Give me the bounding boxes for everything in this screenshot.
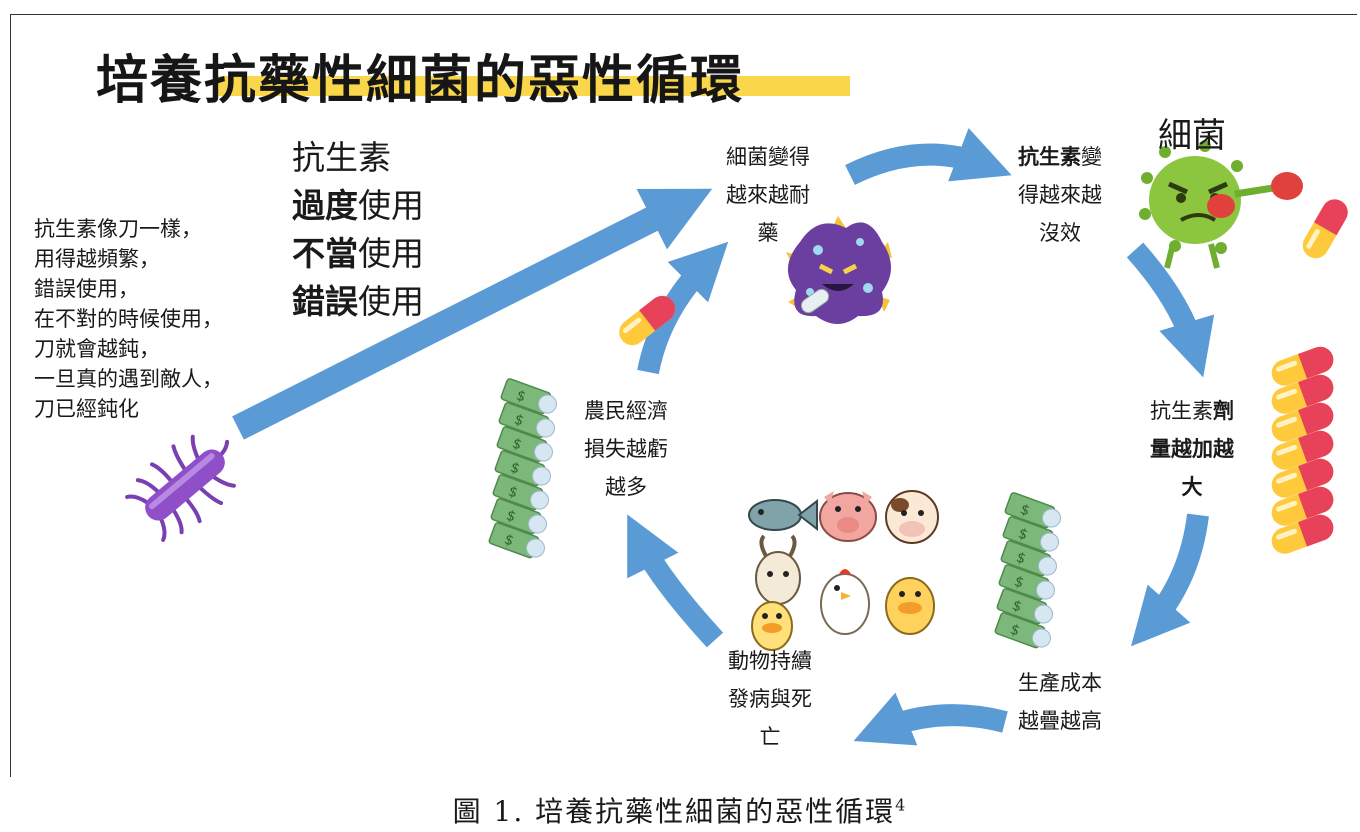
figure-frame xyxy=(10,14,1357,777)
step-animals: 動物持續 發病與死 亡 xyxy=(728,649,812,749)
analogy-line: 一旦真的遇到敵人， xyxy=(34,367,223,391)
angry-bacteria-icon xyxy=(1139,140,1303,269)
analogy-line: 刀已經鈍化 xyxy=(34,397,139,421)
misuse-heading: 抗生素 xyxy=(292,138,391,177)
step-farmers: 農民經濟 損失越虧 越多 xyxy=(584,399,668,499)
cow-icon xyxy=(885,490,939,544)
money-stack-icon xyxy=(993,491,1065,653)
bacteria-label: 細菌 xyxy=(1158,116,1226,156)
virus-icon xyxy=(786,216,892,324)
analogy-line: 用得越頻繁， xyxy=(34,247,160,271)
step-resistant: 細菌變得 越來越耐 藥 xyxy=(726,145,810,245)
money-stack-icon xyxy=(487,377,561,563)
cycle-arrow-left-bottom xyxy=(627,514,724,648)
cycle-arrow-bottom xyxy=(853,692,1008,746)
analogy-text: 抗生素像刀一樣， 用得越頻繁， 錯誤使用， 在不對的時候使用， 刀就會越鈍， 一… xyxy=(34,214,223,424)
bacterium-icon xyxy=(125,434,236,542)
misuse-line: 不當使用 xyxy=(292,234,424,273)
misuse-arrow xyxy=(232,188,713,440)
goat-icon xyxy=(755,534,801,605)
step-dosage: 抗生素劑 量越加越 大 xyxy=(1150,399,1234,499)
figure-caption: 圖 1. 培養抗藥性細菌的惡性循環4 xyxy=(452,795,908,828)
page-title: 培養抗藥性細菌的惡性循環 xyxy=(96,51,745,111)
fish-icon xyxy=(748,498,818,532)
misuse-line: 錯誤使用 xyxy=(292,282,424,321)
analogy-line: 刀就會越鈍， xyxy=(34,337,160,361)
analogy-line: 錯誤使用， xyxy=(34,277,139,301)
cycle-arrow-right-bottom xyxy=(1131,513,1209,647)
title-highlight xyxy=(218,76,850,96)
duck-icon xyxy=(885,577,935,635)
cycle-arrow-right-top xyxy=(1126,242,1215,378)
pill-icon xyxy=(1298,194,1353,263)
misuse-line: 過度使用 xyxy=(292,186,424,225)
duck-icon xyxy=(751,601,793,651)
misuse-text: 抗生素 過度使用 不當使用 錯誤使用 xyxy=(292,134,424,326)
analogy-line: 在不對的時候使用， xyxy=(34,307,223,331)
step-ineffective: 抗生素變 得越來越 沒效 xyxy=(1018,145,1102,245)
analogy-line: 抗生素像刀一樣， xyxy=(34,217,202,241)
chicken-icon xyxy=(820,569,870,635)
pig-icon xyxy=(819,491,877,542)
step-cost: 生產成本 越疊越高 xyxy=(1018,671,1102,733)
pill-stack-icon xyxy=(1268,343,1338,558)
cycle-arrow-top xyxy=(845,128,1012,185)
